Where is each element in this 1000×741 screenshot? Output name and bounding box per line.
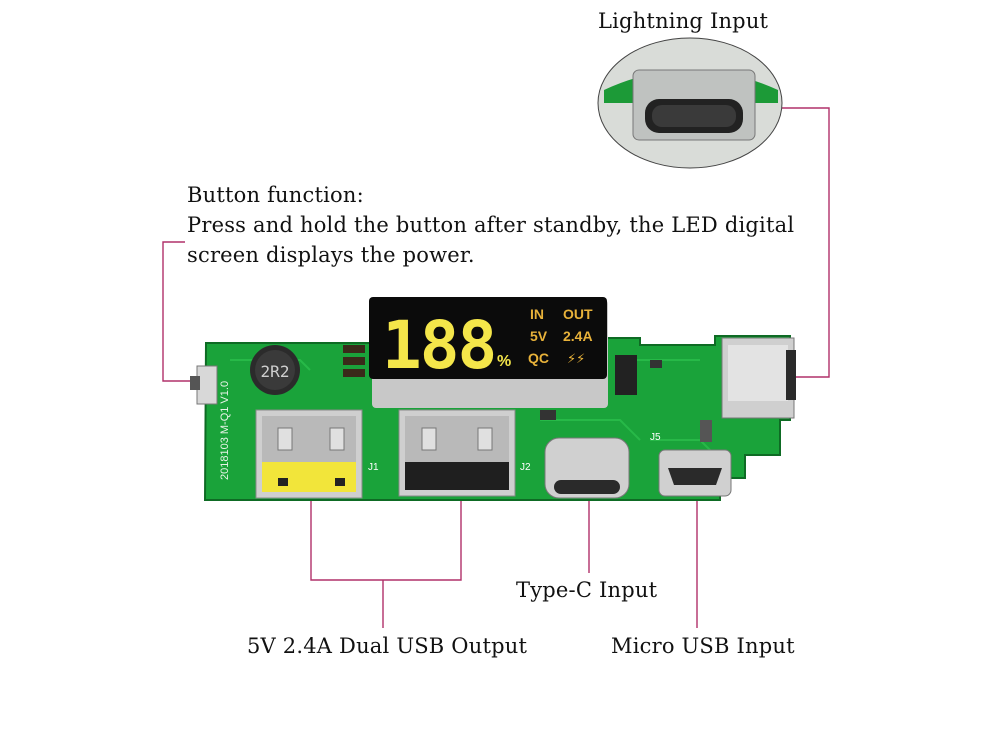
type-c-port — [544, 437, 630, 499]
display-qc: QC — [528, 350, 549, 366]
inductor-label: 2R2 — [261, 362, 290, 381]
button-function-title: Button function: — [187, 183, 364, 207]
display-percent: % — [497, 353, 511, 370]
button-function-line-2: screen displays the power. — [187, 243, 475, 267]
display-voltage: 5V — [530, 328, 548, 344]
type-c-input-label: Type-C Input — [516, 578, 658, 602]
lightning-input-label: Lightning Input — [598, 9, 769, 33]
lightning-inset — [597, 37, 783, 169]
button-function-line-1: Press and hold the button after standby,… — [187, 213, 795, 237]
display-out: OUT — [563, 306, 593, 322]
pcb: 2R2 188 % IN OUT 5V 2.4A QC ⚡⚡ J1 — [190, 297, 796, 501]
usb-output-label: 5V 2.4A Dual USB Output — [247, 634, 528, 658]
display-digits: 188 — [382, 307, 495, 384]
callout-usb — [310, 495, 462, 581]
display-bolt-icon: ⚡⚡ — [567, 352, 585, 367]
callout-button — [162, 241, 196, 382]
led-display — [369, 297, 607, 379]
display-in: IN — [530, 306, 544, 322]
usb-port-2: J2 — [398, 409, 531, 497]
j2-label: J2 — [520, 462, 531, 473]
j5-label: J5 — [650, 432, 661, 443]
micro-usb-port: J5 — [650, 432, 732, 497]
micro-usb-input-label: Micro USB Input — [611, 634, 795, 658]
lightning-port — [721, 337, 796, 419]
display-current: 2.4A — [563, 328, 593, 344]
usb-port-1: J1 — [255, 409, 379, 499]
j1-label: J1 — [368, 462, 379, 473]
board-version-text: 2018103 M-Q1 V1.0 — [219, 381, 231, 480]
callout-lightning — [778, 107, 830, 378]
callout-lines — [162, 107, 830, 628]
